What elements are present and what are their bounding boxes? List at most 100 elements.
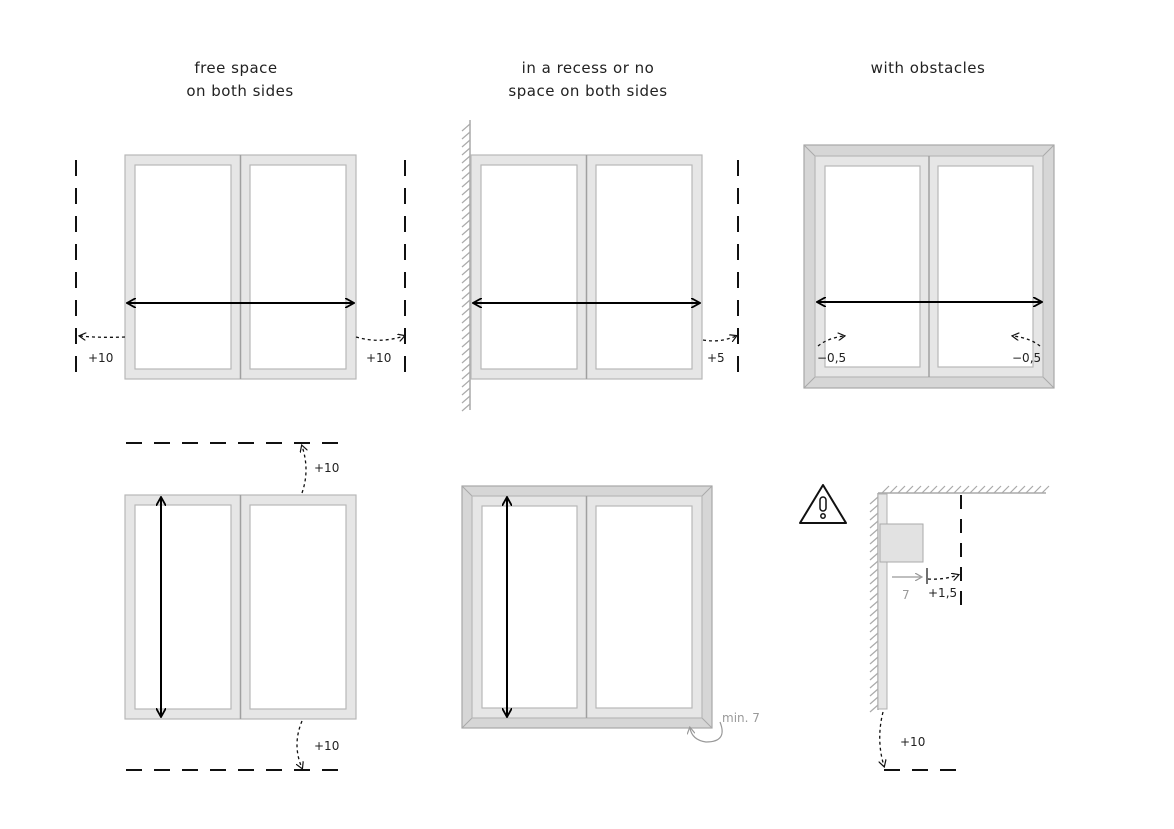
hatch-stroke — [461, 323, 471, 332]
offset-curve-right — [355, 336, 404, 340]
hatch-stroke — [869, 704, 879, 713]
hatch-stroke — [461, 203, 471, 212]
hatch-stroke — [913, 485, 922, 494]
hatch-stroke — [869, 632, 879, 641]
hatch-stroke — [869, 600, 879, 609]
hatch-stroke — [461, 355, 471, 364]
hatch-stroke — [869, 576, 879, 585]
label-detail-a: 7 — [902, 588, 910, 602]
hatch-stroke — [461, 331, 471, 340]
hatch-stroke — [921, 485, 930, 494]
hatch-stroke — [461, 235, 471, 244]
header-recess-line2: space on both sides — [508, 82, 667, 100]
label-free-right: +10 — [366, 351, 391, 365]
hatch-stroke — [461, 243, 471, 252]
hatch-stroke — [869, 664, 879, 673]
hatch-stroke — [461, 291, 471, 300]
hatch-stroke — [993, 485, 1002, 494]
hatch-stroke — [881, 485, 890, 494]
hatch-stroke — [869, 584, 879, 593]
hatch-stroke — [869, 624, 879, 633]
offset-curve-obst-right — [1013, 336, 1041, 347]
hatch-stroke — [985, 485, 994, 494]
hatch-stroke — [461, 379, 471, 388]
hatch-stroke — [461, 347, 471, 356]
hatch-stroke — [461, 211, 471, 220]
label-detail-bottom: +10 — [900, 735, 925, 749]
hatch-stroke — [929, 485, 938, 494]
offset-curve-obstacle — [927, 575, 958, 579]
hatch-stroke — [869, 696, 879, 705]
hatch-stroke — [461, 339, 471, 348]
offset-curve-recess — [702, 336, 736, 341]
window-obstacles-width — [803, 144, 1055, 389]
hatch-stroke — [461, 131, 471, 140]
hatch-stroke — [869, 592, 879, 601]
label-obst-right: −0,5 — [1012, 351, 1041, 365]
hatch-stroke — [461, 139, 471, 148]
hatch-stroke — [869, 608, 879, 617]
hatch-stroke — [461, 315, 471, 324]
min-indicator-curve — [690, 721, 723, 743]
hatch-stroke — [461, 187, 471, 196]
offset-curve-obst-left — [817, 336, 844, 347]
hatch-stroke — [1025, 485, 1034, 494]
header-free-space-line2: on both sides — [186, 82, 293, 100]
hatch-stroke — [869, 536, 879, 545]
hatch-stroke — [869, 648, 879, 657]
label-recess-right: +5 — [707, 351, 725, 365]
hatch-stroke — [869, 520, 879, 529]
hatch-stroke — [461, 171, 471, 180]
hatch-stroke — [977, 485, 986, 494]
hatch-stroke — [461, 227, 471, 236]
hatch-stroke — [461, 219, 471, 228]
hatch-stroke — [869, 640, 879, 649]
hatch-stroke — [461, 155, 471, 164]
hatch-stroke — [461, 387, 471, 396]
window-recess-height — [461, 485, 713, 729]
window-free-space-height — [124, 494, 357, 720]
hatch-stroke — [1009, 485, 1018, 494]
header-recess-line1: in a recess or no — [522, 59, 655, 77]
hatch-stroke — [869, 616, 879, 625]
hatch-stroke — [461, 275, 471, 284]
header-obstacles: with obstacles — [871, 59, 986, 77]
hatch-stroke — [869, 528, 879, 537]
hatch-stroke — [461, 267, 471, 276]
wall-hatch-left — [461, 120, 471, 412]
hatch-stroke — [869, 568, 879, 577]
hatch-stroke — [869, 656, 879, 665]
hatch-stroke — [869, 552, 879, 561]
hatch-stroke — [889, 485, 898, 494]
hatch-stroke — [869, 544, 879, 553]
hatch-stroke — [905, 485, 914, 494]
header-free-space-line1: free space — [194, 59, 277, 77]
hatch-stroke — [461, 259, 471, 268]
hatch-stroke — [461, 395, 471, 404]
hatch-stroke — [897, 485, 906, 494]
hatch-stroke — [869, 680, 879, 689]
hatch-stroke — [461, 283, 471, 292]
label-obst-left: −0,5 — [817, 351, 846, 365]
hatch-stroke — [461, 195, 471, 204]
label-free-left: +10 — [88, 351, 113, 365]
hatch-stroke — [461, 299, 471, 308]
label-height-bottom: +10 — [314, 739, 339, 753]
hatch-stroke — [1017, 485, 1026, 494]
hatch-stroke — [869, 496, 879, 505]
hatch-stroke — [869, 672, 879, 681]
window-free-space-width — [124, 154, 357, 380]
offset-curve-detail-bottom — [880, 711, 884, 766]
hatch-stroke — [461, 251, 471, 260]
label-detail-b: +1,5 — [928, 586, 957, 600]
hatch-stroke — [961, 485, 970, 494]
offset-curve-bottom — [297, 720, 302, 768]
hatch-stroke — [953, 485, 962, 494]
hatch-stroke — [869, 688, 879, 697]
label-min: min. 7 — [722, 711, 760, 725]
obstacle-block — [879, 523, 924, 563]
hatch-stroke — [461, 163, 471, 172]
hatch-stroke — [461, 123, 471, 132]
hatch-stroke — [1041, 485, 1050, 494]
